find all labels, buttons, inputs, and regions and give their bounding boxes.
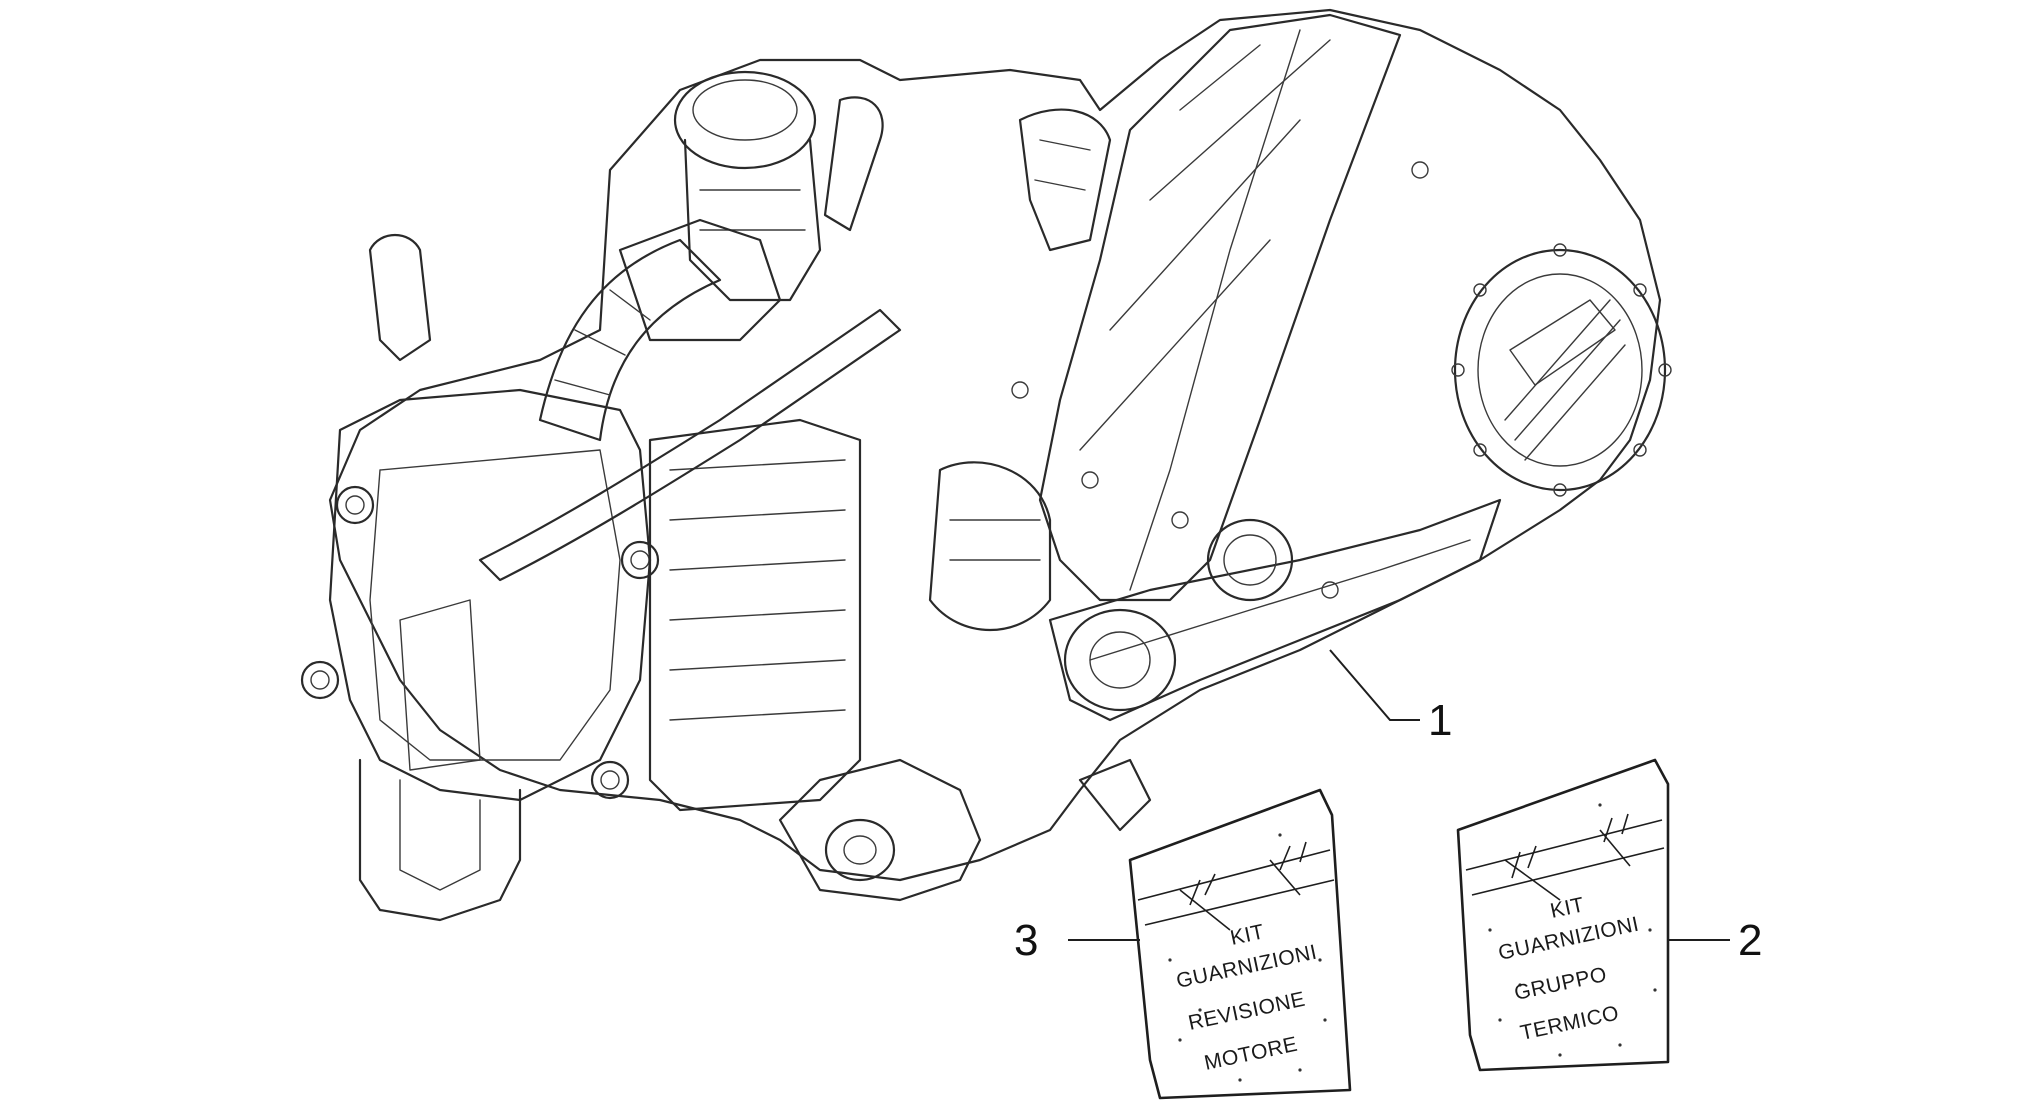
leader-line-1 [1329, 649, 1420, 721]
kit-bag-speckle [1488, 803, 1657, 1057]
callout-number-2: 2 [1738, 916, 1762, 965]
callout-3: 3 [1014, 916, 1140, 965]
callout-1: 1 [1329, 649, 1452, 745]
kit-bag-revisione-motore: KIT GUARNIZIONI REVISIONE MOTORE [1128, 788, 1352, 1100]
callout-number-1: 1 [1428, 696, 1452, 745]
engine-illustration [300, 8, 1672, 922]
kit-bag-speckle [1168, 833, 1327, 1082]
kit-bag-gruppo-termico: KIT GUARNIZIONI GRUPPO TERMICO [1456, 758, 1670, 1072]
callout-number-3: 3 [1014, 916, 1038, 965]
head-bolts [300, 485, 660, 800]
callout-2: 2 [1668, 916, 1762, 965]
cover-bolt-ring [1451, 243, 1672, 497]
